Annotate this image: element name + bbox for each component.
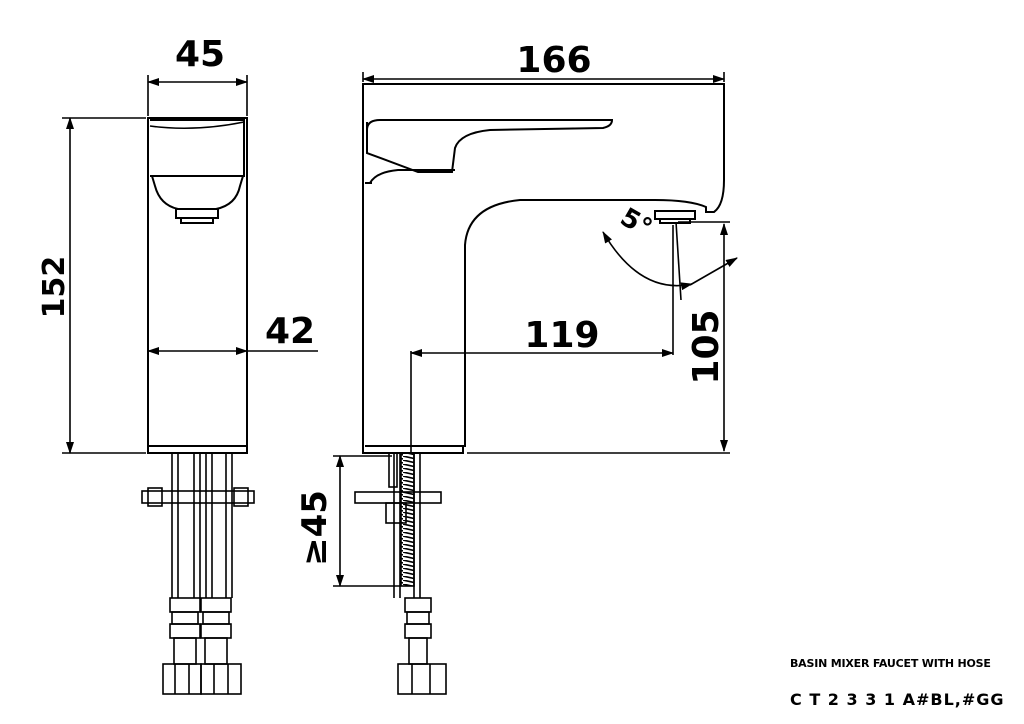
dim-label-45: 45 (175, 34, 225, 75)
side-lever (366, 119, 614, 173)
front-view (147, 117, 248, 454)
dim-label-166: 166 (516, 40, 591, 81)
dim-label-5deg: 5° (615, 202, 657, 244)
front-lever (150, 119, 245, 177)
dim-label-119: 119 (524, 315, 599, 356)
product-title: BASIN MIXER FAUCET WITH HOSE (790, 657, 991, 670)
dim-label-105: 105 (686, 309, 727, 384)
side-dimensions (333, 72, 738, 587)
front-aerator (151, 175, 244, 210)
front-dimensions (62, 75, 318, 454)
dim-arc-5deg (602, 231, 693, 291)
dim-label-152: 152 (37, 256, 72, 319)
side-aerator (654, 210, 696, 220)
side-body (362, 83, 725, 454)
side-view (362, 83, 725, 454)
side-mounting (354, 452, 447, 695)
dim-label-min-45: ≥45 (295, 490, 335, 566)
dim-label-42: 42 (265, 311, 315, 352)
model-number: C T 2 3 3 1 A#BL,#GG (790, 690, 1005, 709)
front-body (147, 117, 248, 454)
front-hoses (141, 453, 255, 695)
